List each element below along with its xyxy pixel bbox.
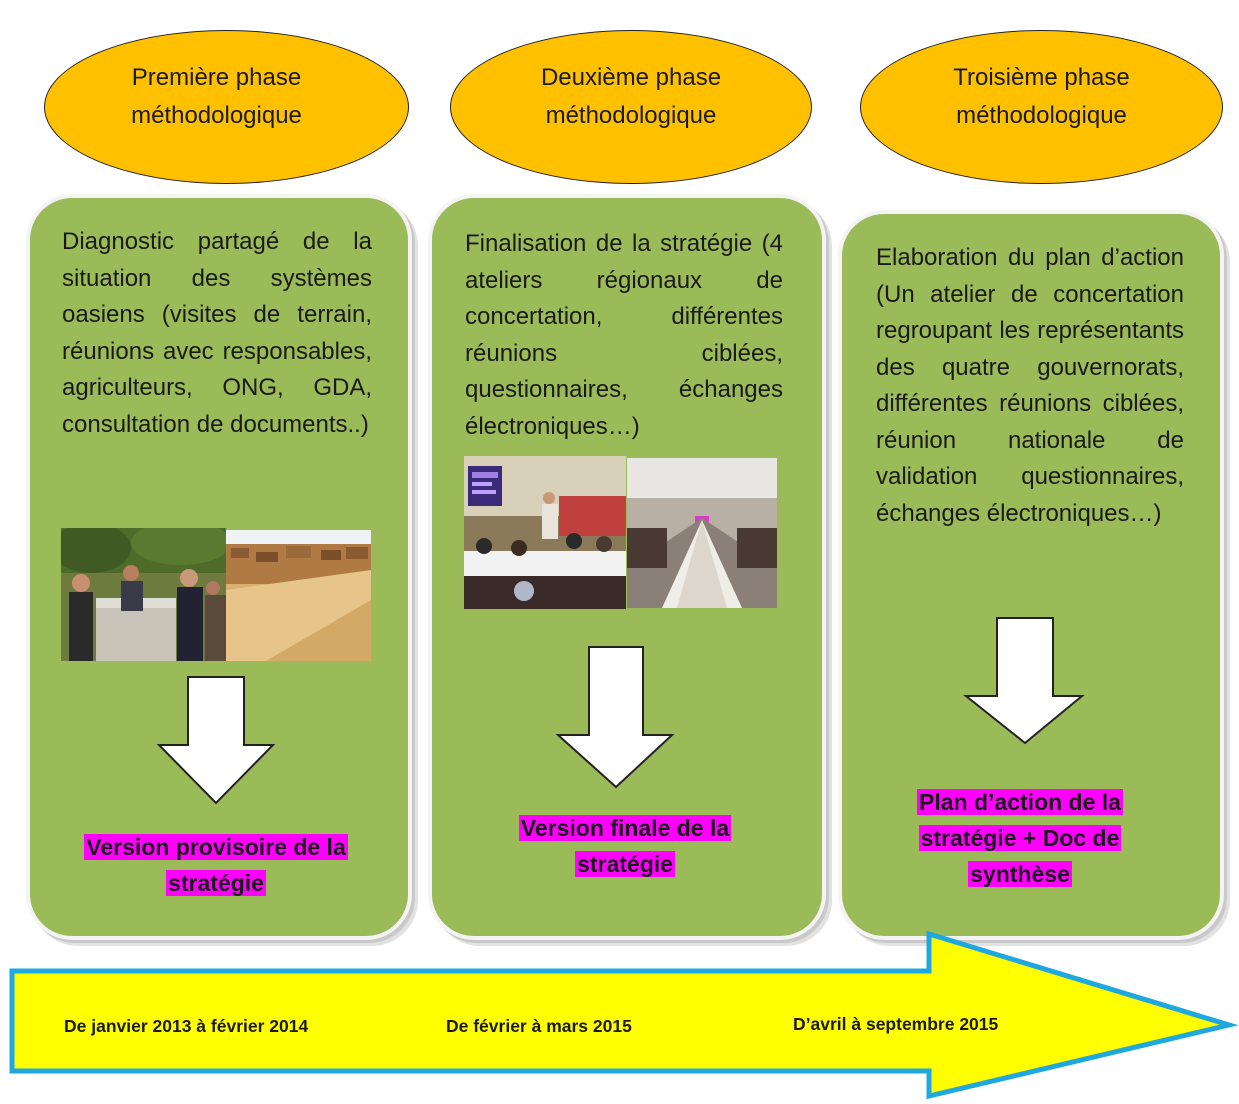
- phase-3-down-arrow: [963, 617, 1085, 745]
- phase-3-ellipse: Troisième phase méthodologique: [860, 30, 1223, 184]
- phase-3-title: Troisième phase méthodologique: [953, 64, 1130, 129]
- phase-1-title: Première phase méthodologique: [131, 64, 302, 129]
- phase-3-output: Plan d’action de la stratégie + Doc de s…: [880, 784, 1160, 892]
- phase-1-photo-field-visit: [61, 528, 226, 661]
- phase-1-down-arrow: [157, 676, 275, 805]
- phase-2-output: Version finale de la stratégie: [480, 810, 770, 882]
- phase-2-photo-meeting-hall: [627, 458, 777, 608]
- phase-2-down-arrow: [555, 646, 675, 789]
- phase-1-description: Diagnostic partagé de la situation des s…: [62, 228, 372, 438]
- phase-1-ellipse: Première phase méthodologique: [44, 30, 409, 184]
- timeline-period-2: De février à mars 2015: [446, 1016, 632, 1036]
- phase-3-description: Elaboration du plan d’action (Un atelier…: [876, 244, 1184, 527]
- phase-1-output: Version provisoire de la stratégie: [66, 829, 366, 901]
- phase-3-card: [838, 210, 1224, 940]
- phase-1-photo-oasis-village: [226, 530, 371, 661]
- phase-2-description: Finalisation de la stratégie (4 ateliers…: [465, 230, 783, 440]
- phase-2-ellipse: Deuxième phase méthodologique: [450, 30, 812, 184]
- timeline-period-3: D’avril à septembre 2015: [793, 1014, 999, 1034]
- timeline-period-1: De janvier 2013 à février 2014: [64, 1016, 309, 1036]
- phase-2-title: Deuxième phase méthodologique: [540, 64, 722, 129]
- phase-2-photo-workshop: [464, 456, 626, 609]
